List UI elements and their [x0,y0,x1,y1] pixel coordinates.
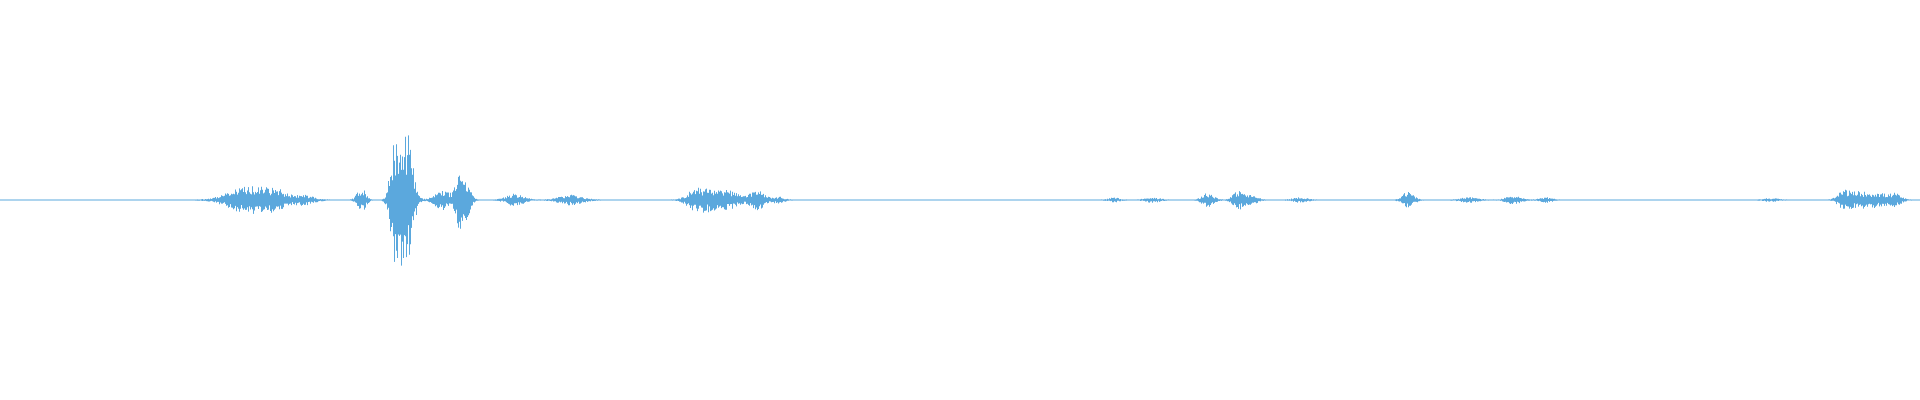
audio-waveform-view[interactable] [0,0,1920,400]
audio-waveform[interactable] [0,0,1920,400]
